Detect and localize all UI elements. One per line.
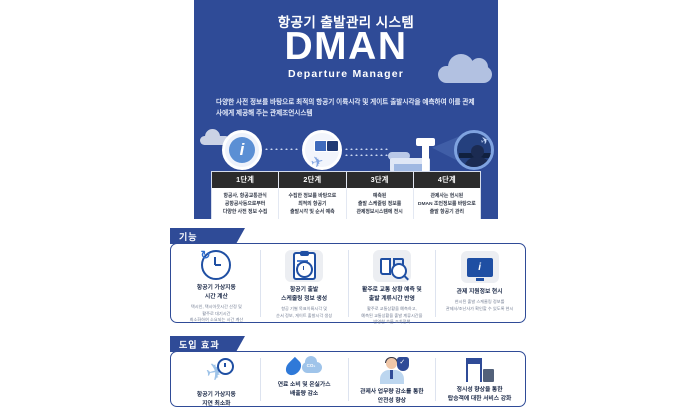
stage-column: 4단계 관제사는 현시된 DMAN 조언정보를 바탕으로 출발 항공기 관리 [413, 172, 480, 219]
function-title: 활주로 교통 상황 예측 및 출발 계류시간 반영 [361, 287, 422, 302]
stage-1-icon: i [222, 130, 262, 170]
stage-column: 3단계 예측된 출발 스케줄링 정보를 관제정보시스템에 전시 [346, 172, 414, 219]
stage-description: 항공사, 항공교통관식 공항공사등으로부터 다양한 사전 정보 수집 [222, 194, 268, 216]
effects-section: 도입 효과 ✈ 항공기 가상지동 지연 최소화 CO₂ 연료 소비 및 온실가스… [170, 336, 526, 407]
hero-kicker: 항공기 출발관리 시스템 [277, 15, 415, 30]
clock-face-icon: ↻ [200, 248, 232, 280]
function-title: 항공기 출발 스케줄링 정보 생성 [281, 287, 328, 302]
clipboard-clock-icon [284, 250, 324, 282]
stage-table: 1단계 항공사, 항공교통관식 공항공사등으로부터 다양한 사전 정보 수집 2… [212, 172, 480, 219]
effect-title: 항공기 가상지동 지연 최소화 [196, 392, 236, 407]
stage-description: 관제사는 현시된 DMAN 조언정보를 바탕으로 출발 항공기 관리 [417, 194, 476, 216]
airplane-icon: ✈ [309, 152, 326, 173]
fuel-emission-icon: CO₂ [282, 355, 324, 378]
cloud-decoration-icon [200, 129, 230, 145]
scanner-box-icon [482, 369, 494, 382]
clipboard-line [297, 260, 309, 262]
stage-2-icon: ✈ [302, 130, 342, 173]
functions-card-row: ↻ 항공기 가상지동 시간 계산 택시인, 택시아웃시간 산정 및 활주로 대기… [170, 243, 526, 324]
map-search-icon [372, 250, 412, 282]
hero-description: 다양한 사전 정보를 바탕으로 최적의 항공기 이륙시각 및 게이트 출발시각을… [216, 99, 475, 117]
infographic-poster: 항공기 출발관리 시스템 DMAN Departure Manager 다양한 … [148, 0, 552, 407]
stage-label: 2단계 [279, 172, 346, 189]
info-icon: i [478, 261, 482, 273]
boarding-gate-icon [460, 358, 500, 382]
icon-chip [372, 250, 411, 282]
monitor-info-icon: i [460, 250, 500, 284]
stage-description: 예측된 출발 스케줄링 정보를 관제정보시스템에 전시 [356, 194, 403, 216]
functions-tab-label: 기능 [170, 228, 245, 244]
effects-card-row: ✈ 항공기 가상지동 지연 최소화 CO₂ 연료 소비 및 온실가스 배출량 감… [170, 351, 526, 407]
function-description: 택시인, 택시아웃시간 산정 및 활주로 대기시간 최소화하여 소요되는 시간 … [189, 304, 244, 323]
monitor-icon [326, 140, 339, 152]
controller-shield-icon [372, 357, 412, 384]
stage-illustration-strip: i ✈ ✈ [194, 128, 498, 173]
tower-mast-icon [422, 142, 429, 172]
fuel-drop-icon [282, 356, 304, 378]
head-icon [385, 358, 397, 369]
tower-cabin-icon [416, 138, 435, 146]
icon-chip: i [460, 251, 499, 283]
gate-frame-icon [465, 358, 494, 382]
function-item: 항공기 출발 스케줄링 정보 생성 항공 기별 목표이륙시각 및 순서 정보, … [261, 250, 349, 318]
stage-label: 1단계 [212, 172, 279, 189]
function-item: i 관제 지원정보 현시 현시된 출발 스케줄링 정보를 관제사/조난사가 확인… [436, 250, 523, 317]
stage-description: 수집한 정보를 바탕으로 최적의 항공기 출발시각 및 순서 예측 [288, 194, 337, 216]
stage-label: 3단계 [346, 172, 413, 189]
functions-section: 기능 ↻ 항공기 가상지동 시간 계산 택시인, 택시아웃시간 산정 및 활주로… [170, 228, 526, 324]
function-description: 활주로 교통상황을 예측하고, 예측된 교통상황을 출발 계류시간을 반영한 흐… [361, 306, 423, 325]
clipboard-icon [292, 250, 316, 280]
map-icon [379, 257, 407, 279]
map-page-left [379, 257, 391, 275]
tie-icon [389, 370, 393, 379]
gate-arch-icon [465, 358, 482, 382]
page-title: DMAN [284, 25, 408, 68]
effects-tab-wrap: 도입 효과 [170, 336, 526, 352]
flow-dots [344, 154, 388, 156]
terminal-window-icon [394, 164, 424, 172]
effect-title: 관제사 업무량 감소를 통한 안전성 향상 [360, 389, 424, 404]
cloud-decoration-icon [388, 152, 410, 160]
shield-check-icon [396, 357, 409, 371]
stage-3-icon [388, 134, 448, 172]
icon-chip [285, 250, 324, 282]
function-item: 활주로 교통 상황 예측 및 출발 계류시간 반영 활주로 교통상황을 예측하고… [349, 250, 437, 324]
effect-item: CO₂ 연료 소비 및 온실가스 배출량 감소 [261, 355, 349, 401]
effect-item: ✈ 항공기 가상지동 지연 최소화 [173, 357, 261, 407]
stage-column: 2단계 수집한 정보를 바탕으로 최적의 항공기 출발시각 및 순서 예측 [279, 172, 347, 219]
clock-icon [217, 358, 235, 375]
effect-item: 관제사 업무량 감소를 통한 안전성 향상 [349, 357, 437, 404]
controller-body-icon [464, 157, 491, 167]
stage-4-icon: ✈ [454, 130, 494, 170]
effect-title: 연료 소비 및 온실가스 배출량 감소 [277, 381, 331, 397]
clock-icon [295, 261, 313, 278]
flow-dots [344, 148, 388, 150]
function-item: ↻ 항공기 가상지동 시간 계산 택시인, 택시아웃시간 산정 및 활주로 대기… [173, 248, 261, 322]
airplane-clock-icon: ✈ [196, 357, 236, 388]
flow-dots [264, 148, 300, 150]
clock-rotate-icon: ↻ [196, 248, 236, 280]
function-title: 관제 지원정보 현시 [456, 289, 503, 295]
effects-tab-label: 도입 효과 [170, 336, 245, 352]
magnifier-icon [390, 262, 407, 279]
effect-item: 정시성 향상을 통한 탑승객에 대한 서비스 강화 [436, 358, 523, 402]
controller-person-icon [379, 357, 409, 384]
stage-label: 4단계 [413, 172, 480, 189]
effect-title: 정시성 향상을 통한 탑승객에 대한 서비스 강화 [447, 387, 512, 402]
function-title: 항공기 가상지동 시간 계산 [196, 285, 236, 300]
monitor-icon: i [466, 257, 493, 281]
co2-cloud-icon: CO₂ [301, 355, 322, 373]
function-description: 현시된 출발 스케줄링 정보를 관제사/조난사가 확인할 수 있도록 현시 [445, 299, 514, 311]
hero-subtitle: Departure Manager [287, 68, 405, 80]
stage-column: 1단계 항공사, 항공교통관식 공항공사등으로부터 다양한 사전 정보 수집 [212, 172, 280, 219]
controller-head-icon [471, 145, 484, 158]
hero-banner: 항공기 출발관리 시스템 DMAN Departure Manager 다양한 … [194, 0, 498, 219]
cloud-decoration-icon [438, 54, 492, 83]
clipboard-clip-icon [299, 250, 309, 256]
functions-tab-wrap: 기능 [170, 228, 526, 244]
function-description: 항공 기별 목표이륙시각 및 순서 정보, 게이트 출발시각 생성 [276, 306, 333, 318]
rotate-arrow-icon: ↻ [200, 248, 211, 262]
info-icon: i [229, 137, 255, 163]
